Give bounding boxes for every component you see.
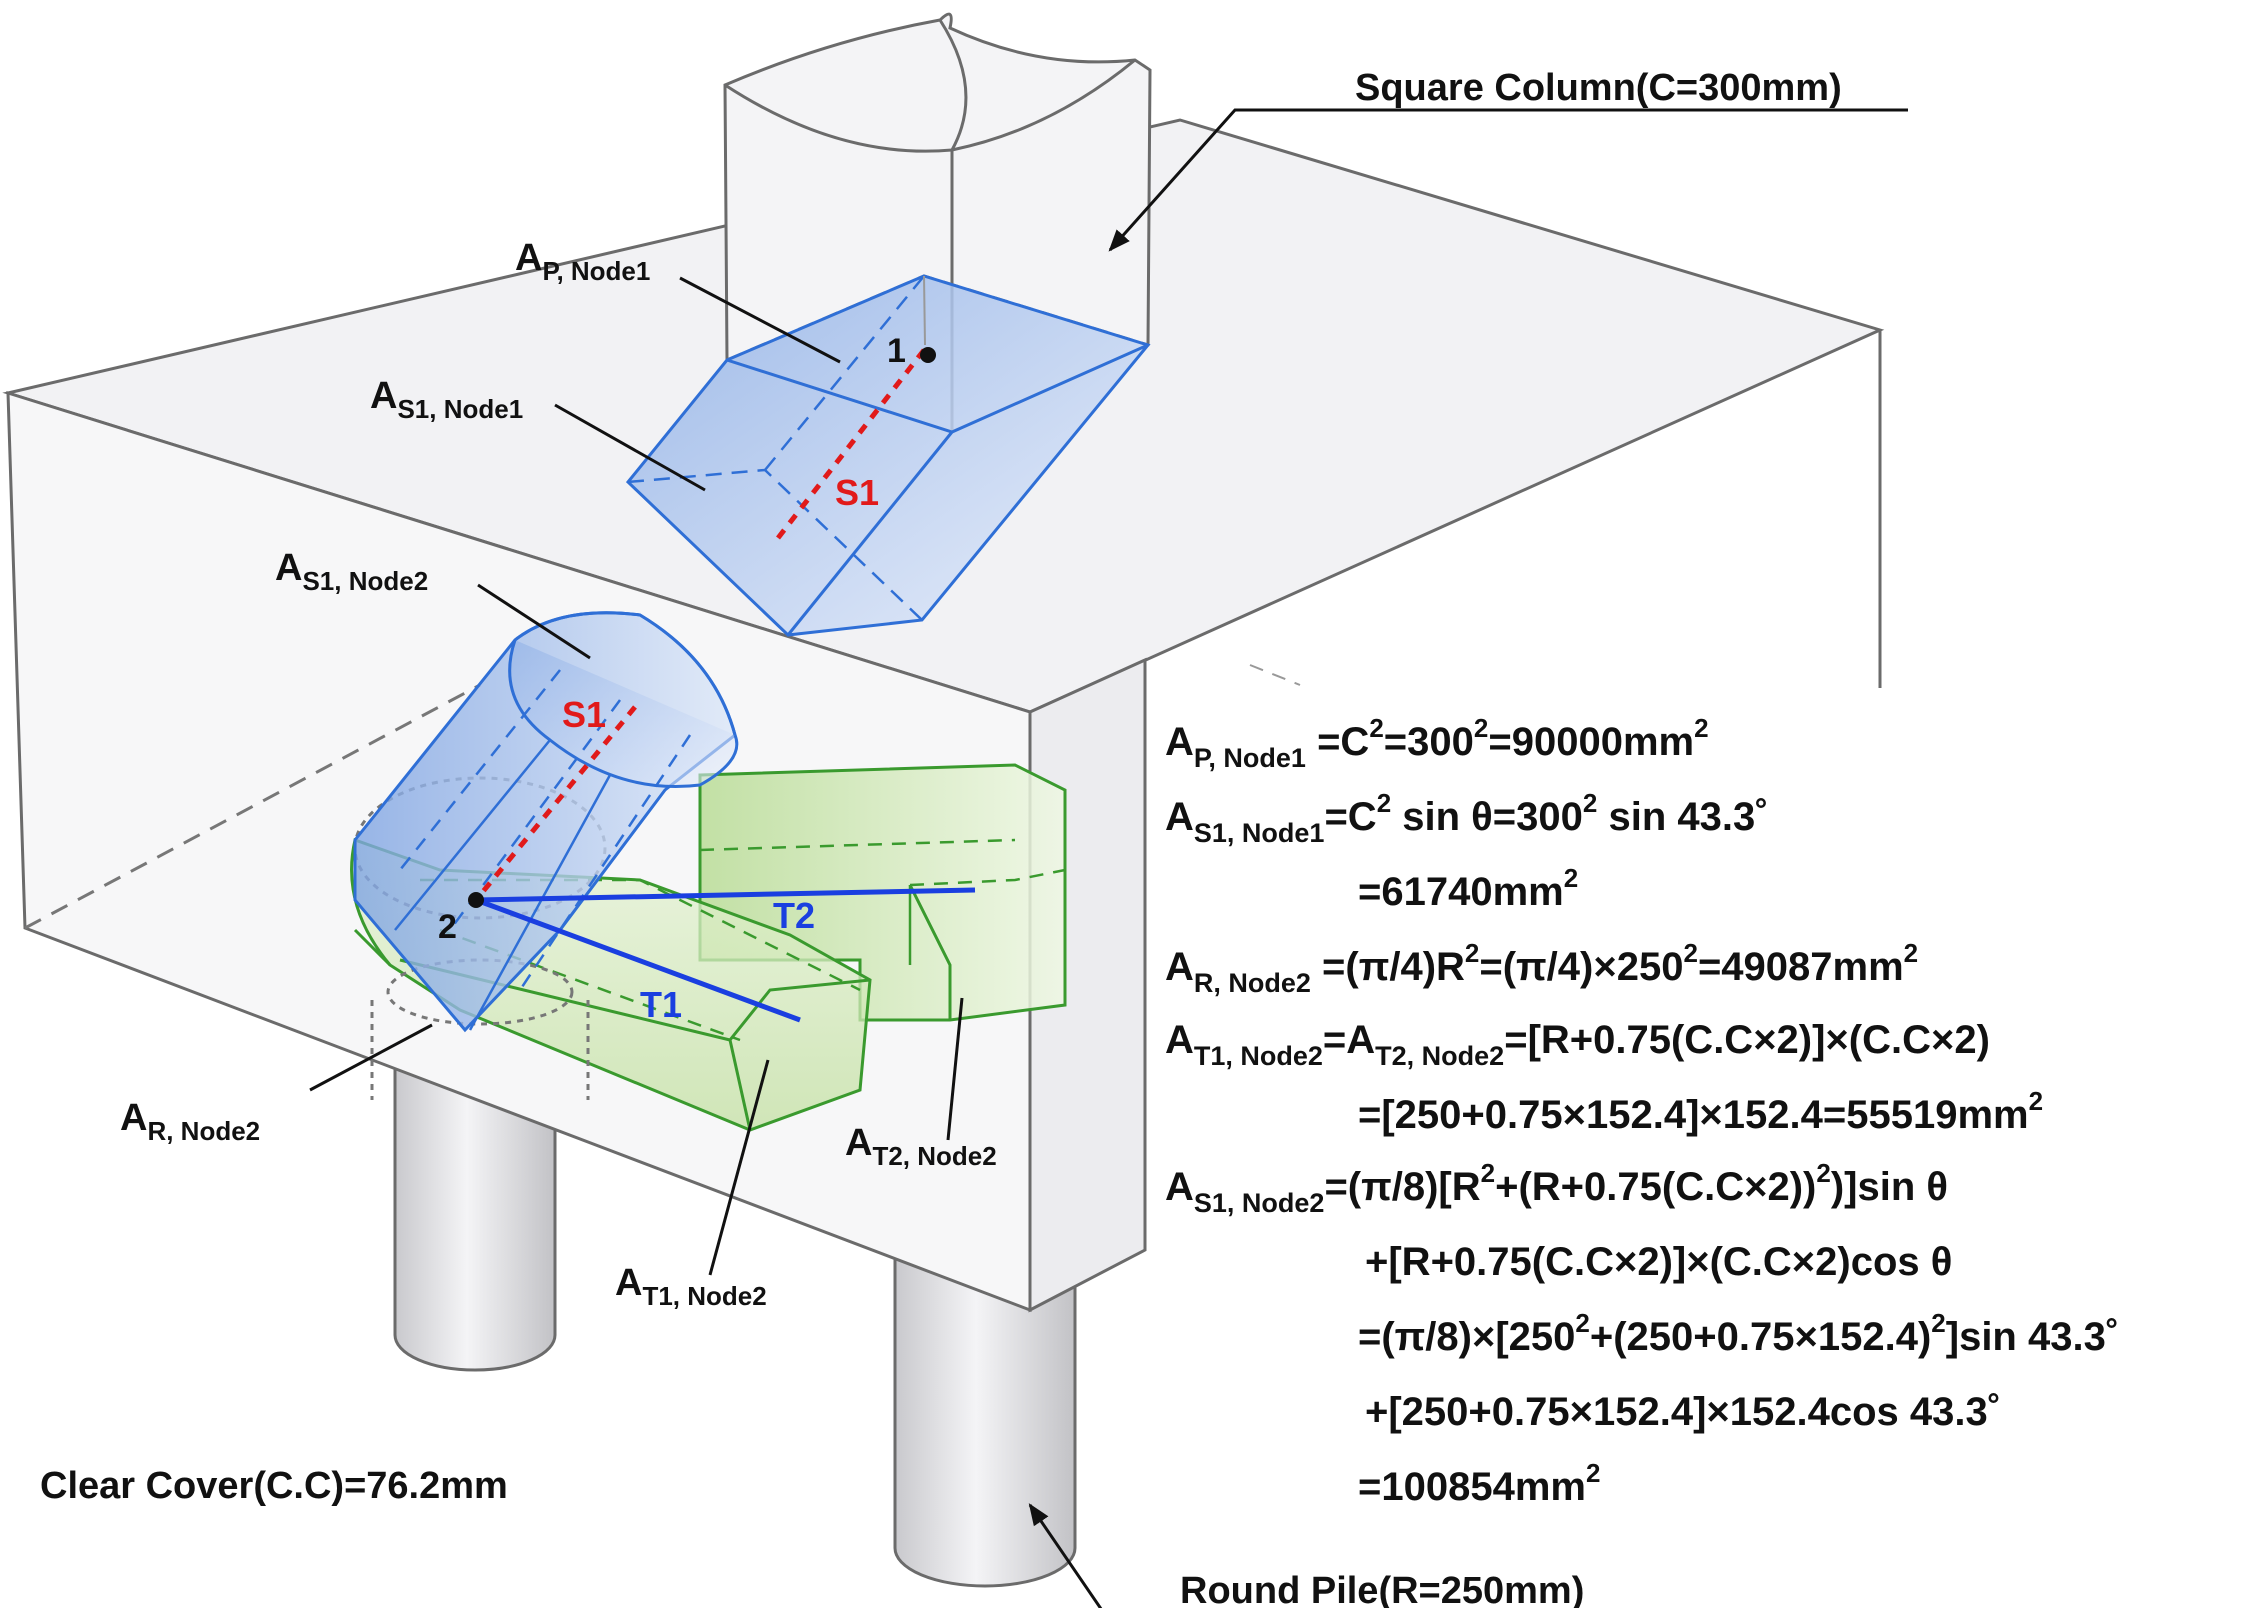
tie-line-t1 (475, 897, 801, 1023)
label-round-pile: Round Pile(R=250mm) (1180, 1570, 1584, 1608)
label-at2-node2: AT2, Node2 (845, 1122, 997, 1171)
lower-strut-s1-node2 (353, 611, 739, 1033)
label-square-column: Square Column(C=300mm) (1355, 67, 1842, 109)
equation-as1-node2: AS1, Node2=(π/8)[R2+(R+0.75(C.C×2))2)]si… (1165, 1158, 1948, 1218)
equation-as1-node1: AS1, Node1=C2 sin θ=3002 sin 43.3˚ (1165, 788, 1769, 848)
s1-lower-label: S1 (562, 694, 606, 735)
tie-line-t2 (475, 887, 976, 903)
leader-lines (309, 108, 1908, 1613)
label-ar-node2: AR, Node2 (120, 1097, 260, 1146)
node2-dot (468, 892, 484, 908)
label-as1-node1: AS1, Node1 (370, 375, 523, 424)
equation-at-node2: AT1, Node2=AT2, Node2=[R+0.75(C.C×2)]×(C… (1165, 1018, 1990, 1071)
strut-line-s1-lower (474, 705, 637, 902)
node1-label: 1 (887, 332, 906, 370)
equation-ar-node2: AR, Node2 =(π/4)R2=(π/4)×2502=49087mm2 (1165, 938, 1918, 998)
upper-strut-s1-node1 (625, 274, 1151, 637)
equation-as1-node2-line2: +[R+0.75(C.C×2)]×(C.C×2)cos θ (1365, 1240, 1952, 1284)
node1-dot (920, 347, 936, 363)
equation-as1-node2-line4: +[250+0.75×152.4]×152.4cos 43.3˚ (1365, 1390, 2001, 1434)
strut-line-s1-upper (776, 348, 926, 540)
label-as1-node2: AS1, Node2 (275, 547, 428, 596)
label-at1-node2: AT1, Node2 (615, 1262, 767, 1311)
t1-label: T1 (640, 984, 682, 1025)
equation-at-node2-result: =[250+0.75×152.4]×152.4=55519mm2 (1358, 1086, 2043, 1137)
equation-as1-node1-result: =61740mm2 (1358, 863, 1578, 914)
equations-block: AP, Node1 =C2=3002=90000mm2 AS1, Node1=C… (1165, 713, 2119, 1509)
node2-label: 2 (438, 908, 457, 946)
equation-as1-node2-line3: =(π/8)×[2502+(250+0.75×152.4)2]sin 43.3˚ (1358, 1308, 2119, 1359)
equation-as1-node2-result: =100854mm2 (1358, 1458, 1600, 1509)
equation-ap-node1: AP, Node1 =C2=3002=90000mm2 (1165, 713, 1709, 773)
label-clear-cover: Clear Cover(C.C)=76.2mm (40, 1465, 508, 1507)
t2-label: T2 (773, 895, 815, 936)
s1-upper-label: S1 (835, 472, 879, 513)
label-ap-node1: AP, Node1 (515, 237, 650, 286)
